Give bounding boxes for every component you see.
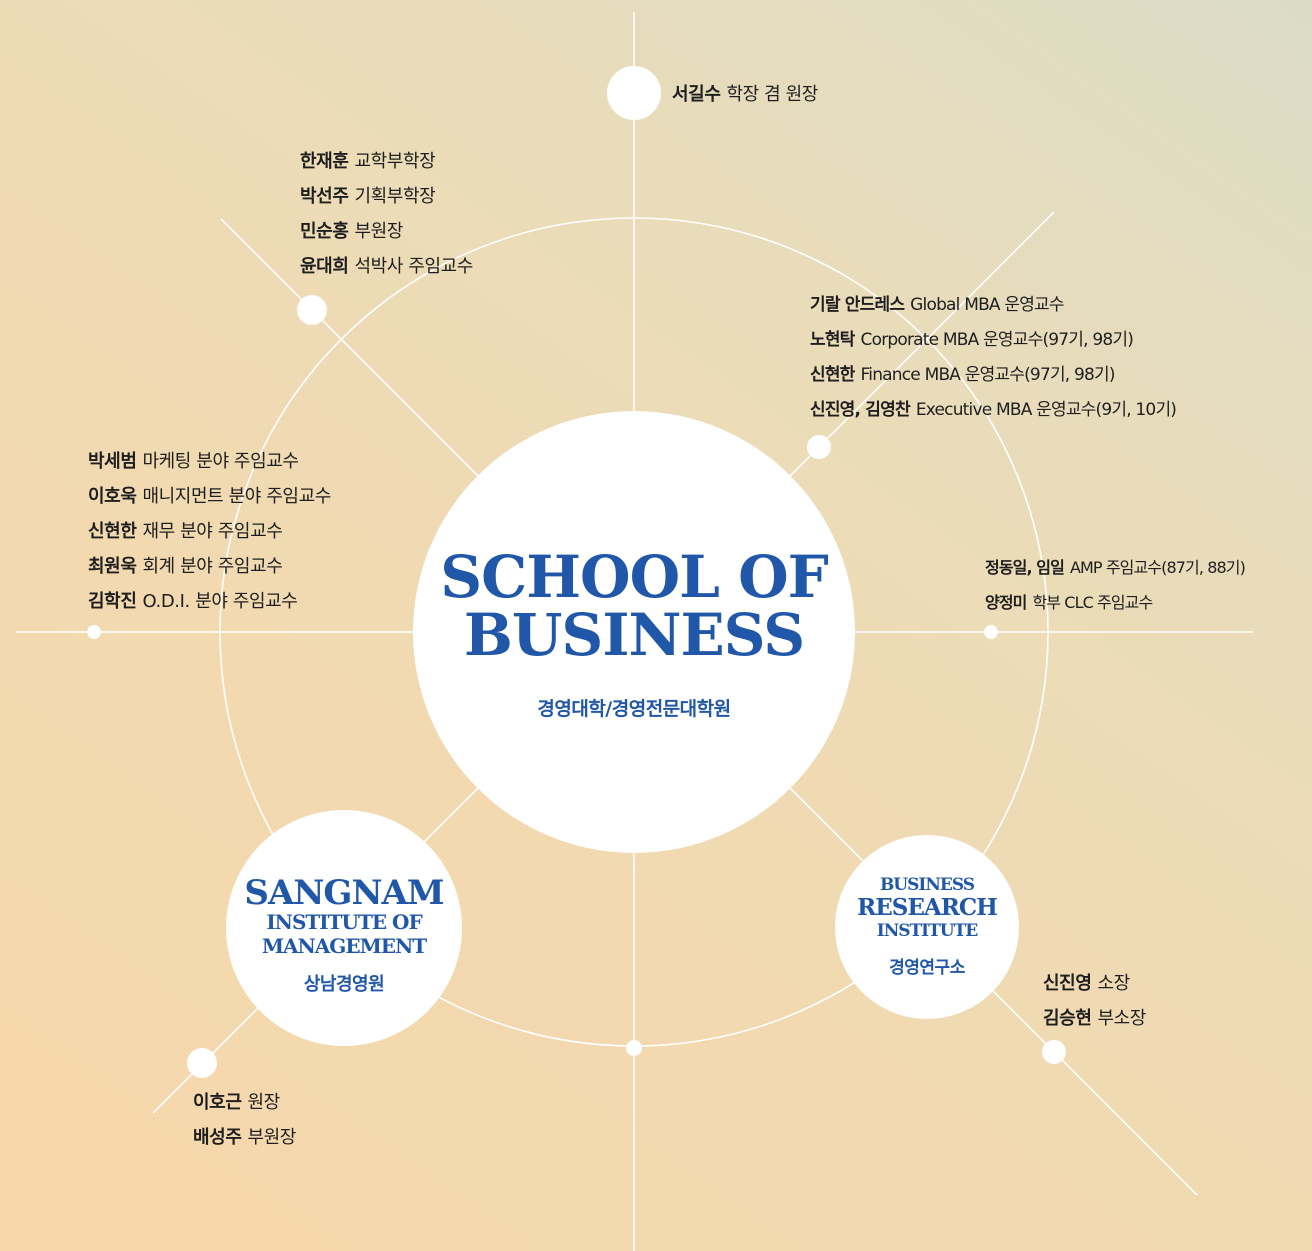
person-name: 이호근 bbox=[193, 1092, 242, 1113]
person-name: 신현한 bbox=[810, 365, 855, 385]
center-subtitle: 경영대학/경영전문대학원 bbox=[537, 698, 731, 720]
person-role: 마케팅 분야 주임교수 bbox=[142, 451, 299, 472]
research-subtitle: 경영연구소 bbox=[889, 958, 965, 978]
person-name: 신진영, 김영찬 bbox=[810, 400, 911, 420]
node-dot-associate bbox=[297, 295, 327, 325]
research-circle bbox=[835, 835, 1019, 1019]
node-dot-fields bbox=[87, 625, 101, 639]
person-name: 배성주 bbox=[193, 1127, 242, 1148]
center-title-line1: SCHOOL OF bbox=[440, 543, 829, 611]
center-circle bbox=[413, 411, 855, 853]
person-role: AMP 주임교수(87기, 88기) bbox=[1069, 558, 1246, 577]
sangnam-title-line2: INSTITUTE OF bbox=[266, 910, 422, 934]
person-role: 부소장 bbox=[1097, 1008, 1146, 1029]
research-label: BUSINESS RESEARCH INSTITUTE 경영연구소 bbox=[835, 875, 1019, 978]
node-dot-sangnam-staff bbox=[187, 1048, 217, 1078]
research-title-line2: RESEARCH bbox=[857, 894, 998, 921]
person-name: 신진영 bbox=[1043, 973, 1092, 994]
person-name: 한재훈 bbox=[300, 151, 349, 172]
person-name: 윤대희 bbox=[300, 256, 349, 277]
person-role: 부원장 bbox=[247, 1127, 296, 1148]
person-role: 소장 bbox=[1097, 973, 1130, 994]
person-name: 박선주 bbox=[300, 186, 349, 207]
person-role: 매니지먼트 분야 주임교수 bbox=[142, 486, 331, 507]
person-name: 김승현 bbox=[1043, 1008, 1092, 1029]
person-name: 박세범 bbox=[88, 451, 137, 472]
person-role: Executive MBA 운영교수(9기, 10기) bbox=[915, 400, 1177, 420]
person-role: Corporate MBA 운영교수(97기, 98기) bbox=[860, 330, 1134, 350]
node-dot-dean bbox=[607, 66, 661, 120]
person-name: 양정미 bbox=[985, 593, 1027, 612]
person-role: Global MBA 운영교수 bbox=[910, 295, 1064, 315]
person-role: 교학부학장 bbox=[354, 151, 436, 172]
sangnam-label: SANGNAM INSTITUTE OF MANAGEMENT 상남경영원 bbox=[226, 876, 462, 996]
sangnam-title-line3: MANAGEMENT bbox=[261, 934, 427, 958]
node-dot-mba bbox=[807, 435, 831, 459]
person-name: 정동일, 임일 bbox=[985, 558, 1065, 577]
sangnam-subtitle: 상남경영원 bbox=[303, 974, 385, 995]
person-role: 학부 CLC 주임교수 bbox=[1032, 593, 1153, 612]
person-role: 학장 겸 원장 bbox=[726, 84, 818, 105]
person-role: Finance MBA 운영교수(97기, 98기) bbox=[860, 365, 1116, 385]
school-of-business-label: SCHOOL OF BUSINESS 경영대학/경영전문대학원 bbox=[414, 548, 854, 721]
person-name: 최원욱 bbox=[88, 556, 137, 577]
person-role: 기획부학장 bbox=[354, 186, 436, 207]
person-name: 민순홍 bbox=[300, 221, 349, 242]
person-role: 부원장 bbox=[354, 221, 403, 242]
node-dot-research-staff bbox=[1042, 1040, 1066, 1064]
person-name: 기랄 안드레스 bbox=[810, 295, 905, 315]
node-dot-bottom bbox=[626, 1040, 642, 1056]
sangnam-circle bbox=[226, 810, 462, 1046]
person-role: 회계 분야 주임교수 bbox=[142, 556, 283, 577]
person-name: 김학진 bbox=[88, 591, 137, 612]
person-name: 신현한 bbox=[88, 521, 137, 542]
research-title-line1: BUSINESS bbox=[879, 875, 975, 895]
sangnam-title-line1: SANGNAM bbox=[244, 873, 444, 913]
person-role: 원장 bbox=[247, 1092, 280, 1113]
person-name: 이호욱 bbox=[88, 486, 137, 507]
person-role: 석박사 주임교수 bbox=[354, 256, 473, 277]
research-title-line3: INSTITUTE bbox=[876, 921, 978, 941]
person-name: 서길수 bbox=[672, 84, 721, 105]
person-name: 노현탁 bbox=[810, 330, 855, 350]
center-title-line2: BUSINESS bbox=[463, 601, 805, 669]
node-dot-amp bbox=[984, 625, 998, 639]
person-role: 재무 분야 주임교수 bbox=[142, 521, 283, 542]
person-row: 양정미 학부 CLC 주임교수 bbox=[985, 585, 1245, 620]
person-role: O.D.I. 분야 주임교수 bbox=[142, 591, 298, 612]
